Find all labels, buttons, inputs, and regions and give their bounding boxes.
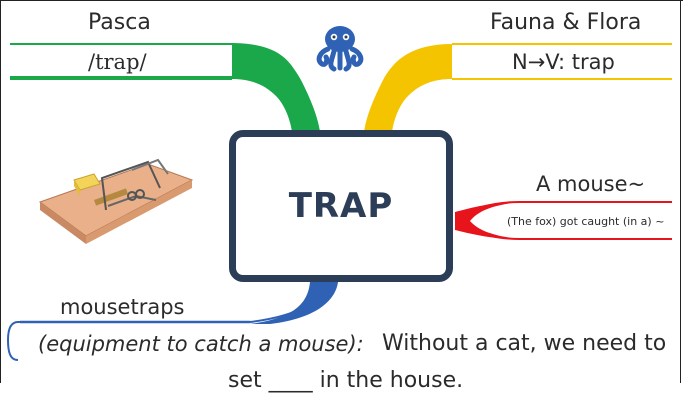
center-node: TRAP	[229, 130, 453, 282]
branch-mousetraps-title: mousetraps	[60, 295, 185, 319]
branch-pasca-sub: /trap/	[88, 50, 147, 74]
branch-mouse-title: A mouse~	[536, 172, 646, 196]
mousetrap-illustration-icon	[38, 158, 194, 244]
branch-fauna-title: Fauna & Flora	[490, 10, 642, 35]
branch-fauna-sub: N→V: trap	[512, 50, 615, 74]
branch-mousetraps-definition: (equipment to catch a mouse):	[38, 332, 364, 356]
center-title: TRAP	[288, 186, 394, 226]
page-frame	[0, 0, 681, 383]
branch-mousetraps-sentence-cont: set ____ in the house.	[228, 368, 464, 393]
branch-mouse-sub: (The fox) got caught (in a) ~	[507, 215, 665, 228]
mindmap-branches	[6, 43, 672, 361]
top-border	[0, 0, 683, 1]
branch-pasca-title: Pasca	[88, 10, 151, 35]
octopus-logo-icon	[316, 26, 364, 72]
branch-mousetraps-sentence: Without a cat, we need to	[382, 331, 667, 356]
